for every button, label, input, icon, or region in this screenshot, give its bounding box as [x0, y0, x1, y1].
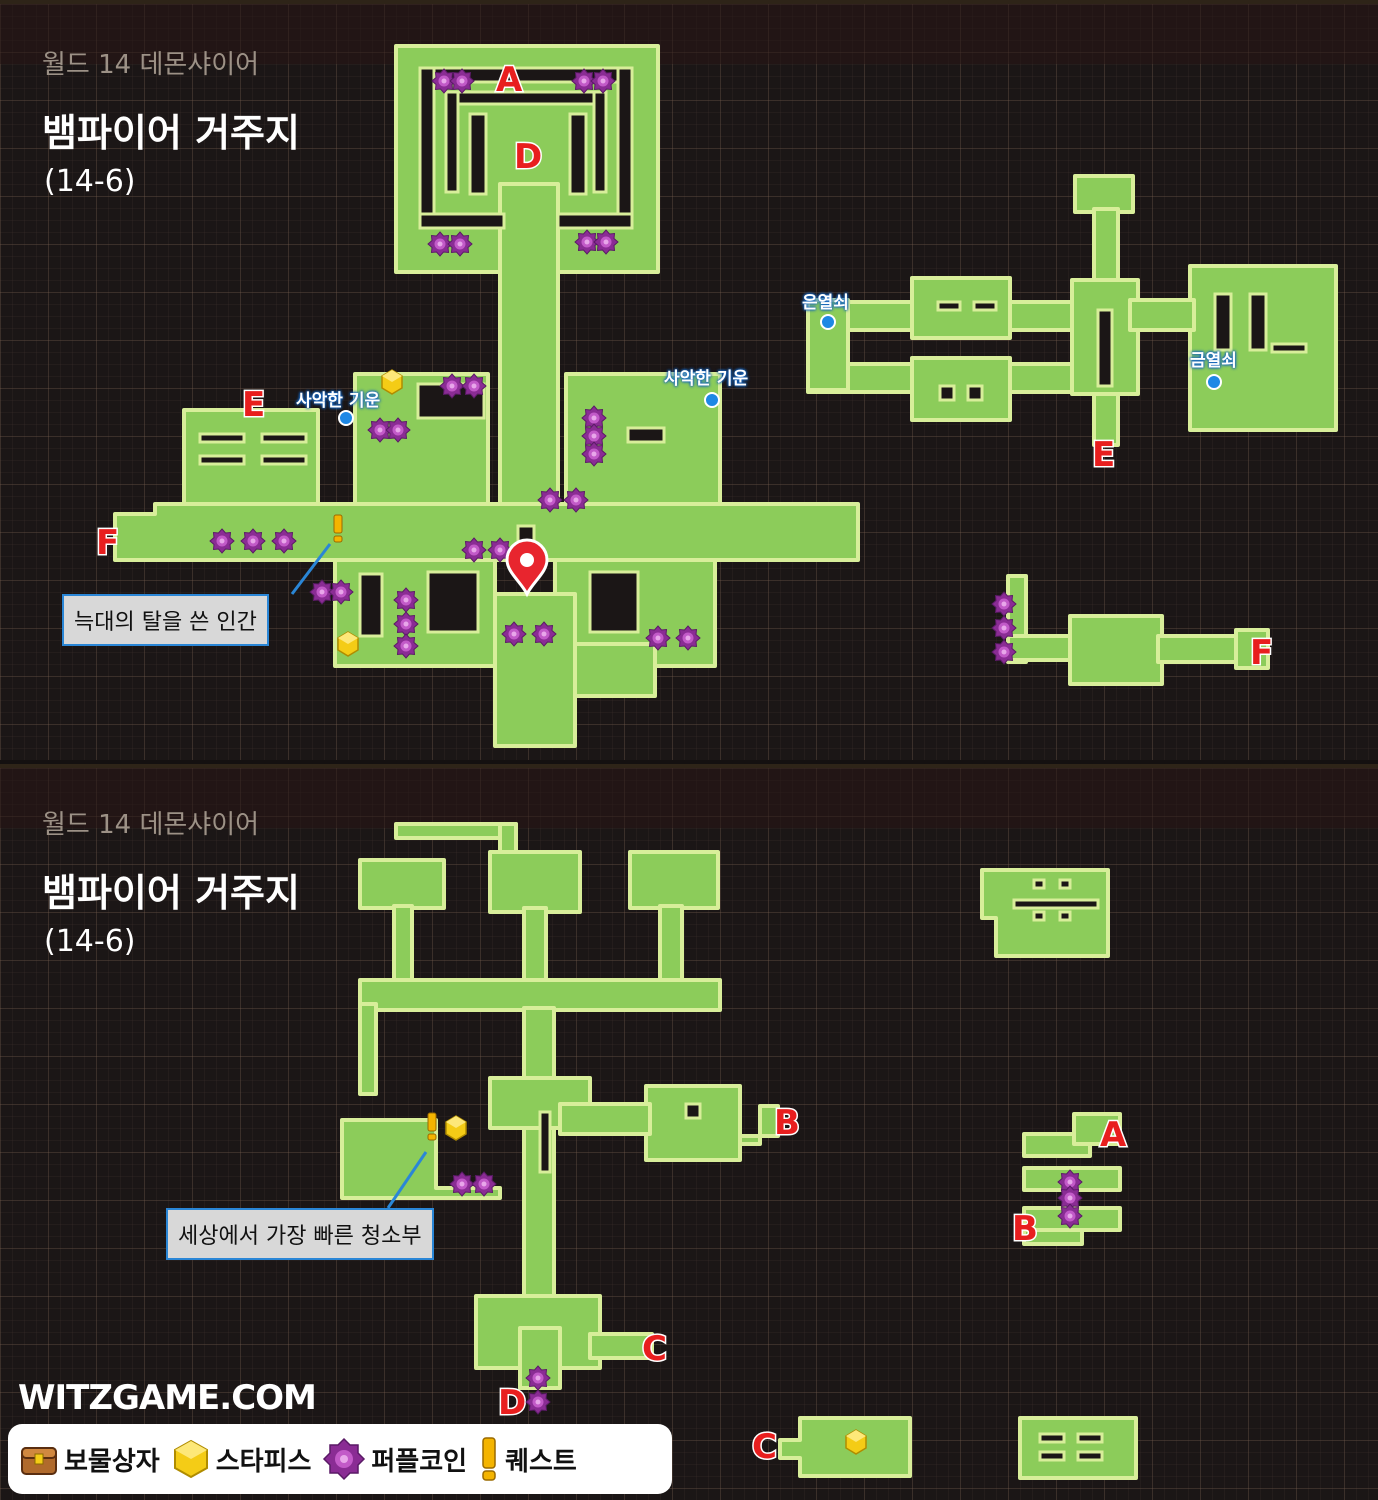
- portal-label[interactable]: E: [1091, 434, 1117, 477]
- floor-area: [522, 906, 548, 990]
- floor-area: [1072, 1112, 1122, 1146]
- floor-area: [588, 1332, 654, 1360]
- world-title: 월드 14 데몬샤이어: [42, 810, 260, 840]
- map-code: (14-6): [44, 164, 136, 199]
- npc-label: 늑대의 탈을 쓴 인간: [62, 594, 269, 646]
- star-piece-icon: [173, 1439, 208, 1479]
- portal-label[interactable]: D: [513, 136, 544, 179]
- floor-area: [558, 1102, 652, 1136]
- gold-key-dot[interactable]: [1206, 374, 1222, 390]
- legend-item-treasure: 보물상자: [18, 1438, 164, 1480]
- quest-icon: [482, 1437, 496, 1481]
- evil-aura-dot[interactable]: [704, 392, 720, 408]
- legend-label: 퀘스트: [505, 1446, 577, 1477]
- floor-area: [358, 978, 722, 1012]
- floor-area: [488, 850, 582, 914]
- floor-area: [358, 858, 446, 910]
- floor-area: [392, 904, 414, 988]
- floor-area: [113, 502, 860, 562]
- location-pin-icon: [505, 538, 549, 598]
- portal-label[interactable]: A: [495, 59, 525, 102]
- portal-label[interactable]: D: [497, 1382, 528, 1425]
- quest-icon[interactable]: [333, 514, 343, 543]
- panel-header: [0, 768, 1378, 828]
- floor-area: [1068, 614, 1164, 686]
- panel-header: [0, 4, 1378, 64]
- floor-area: [522, 1006, 556, 1350]
- floor-area: [1022, 1228, 1084, 1246]
- floor-area: [778, 1416, 912, 1478]
- floor-area: [573, 642, 657, 698]
- legend-item-quest: 퀘스트: [477, 1436, 581, 1482]
- floor-area: [358, 1002, 378, 1096]
- legend-label: 퍼플코인: [371, 1446, 468, 1477]
- star-piece-icon[interactable]: [845, 1429, 867, 1455]
- portal-label[interactable]: F: [95, 522, 121, 565]
- evil-aura-label: 사악한 기운: [664, 369, 749, 389]
- map-panel-top: A D E F E F: [0, 0, 1378, 760]
- bottom-map-layout: B A B C D C: [340, 822, 1138, 1480]
- floor-area: [1128, 298, 1196, 332]
- legend-label: 스타피스: [215, 1446, 312, 1477]
- portal-label[interactable]: C: [751, 1426, 779, 1469]
- star-piece-icon[interactable]: [337, 631, 359, 657]
- silver-key-label: 은열쇠: [802, 293, 849, 313]
- map-title: 뱀파이어 거주지: [42, 871, 300, 915]
- map-panel-bottom: B A B C D C 월드 14 데몬샤이어 뱀파이어 거주지 (14-6) …: [0, 764, 1378, 1500]
- legend: 보물상자 스타피스 퍼플코인 퀘스트: [8, 1424, 672, 1494]
- silver-key-dot[interactable]: [820, 314, 836, 330]
- evil-aura-dot[interactable]: [338, 410, 354, 426]
- floor-area: [1006, 634, 1080, 662]
- floor-area: [644, 1084, 780, 1162]
- floor-area: [1234, 628, 1270, 670]
- floor-area: [1018, 1416, 1138, 1480]
- world-title: 월드 14 데몬샤이어: [42, 50, 260, 80]
- floor-area: [493, 592, 577, 748]
- top-map-layout: A D E F E F: [95, 44, 1338, 748]
- legend-item-purple-coin: 퍼플코인: [321, 1436, 471, 1482]
- floor-area: [806, 298, 850, 392]
- gold-key-label: 금열쇠: [1190, 351, 1237, 371]
- site-watermark: WITZGAME.COM: [18, 1378, 317, 1418]
- legend-item-star-piece: 스타피스: [170, 1438, 316, 1480]
- floor-area: [658, 904, 684, 988]
- portal-label[interactable]: F: [1249, 632, 1275, 675]
- portal-label[interactable]: E: [241, 384, 267, 427]
- floor-area: [910, 356, 1012, 422]
- purple-coin-icon: [323, 1437, 366, 1481]
- portal-label[interactable]: B: [1011, 1208, 1040, 1251]
- quest-icon[interactable]: [427, 1112, 437, 1141]
- portal-label[interactable]: B: [773, 1102, 802, 1145]
- floor-area: [628, 850, 720, 910]
- npc-label: 세상에서 가장 빠른 청소부: [166, 1208, 434, 1260]
- evil-aura-label: 사악한 기운: [296, 391, 381, 411]
- treasure-chest-icon: [21, 1447, 57, 1475]
- star-piece-icon[interactable]: [381, 369, 403, 395]
- floor-area: [1073, 174, 1135, 214]
- map-title: 뱀파이어 거주지: [42, 111, 300, 155]
- star-piece-icon[interactable]: [445, 1115, 467, 1141]
- portal-label[interactable]: C: [641, 1328, 669, 1371]
- legend-label: 보물상자: [64, 1446, 160, 1477]
- floor-area: [498, 182, 560, 516]
- map-code: (14-6): [44, 924, 136, 959]
- portal-label[interactable]: A: [1099, 1114, 1129, 1157]
